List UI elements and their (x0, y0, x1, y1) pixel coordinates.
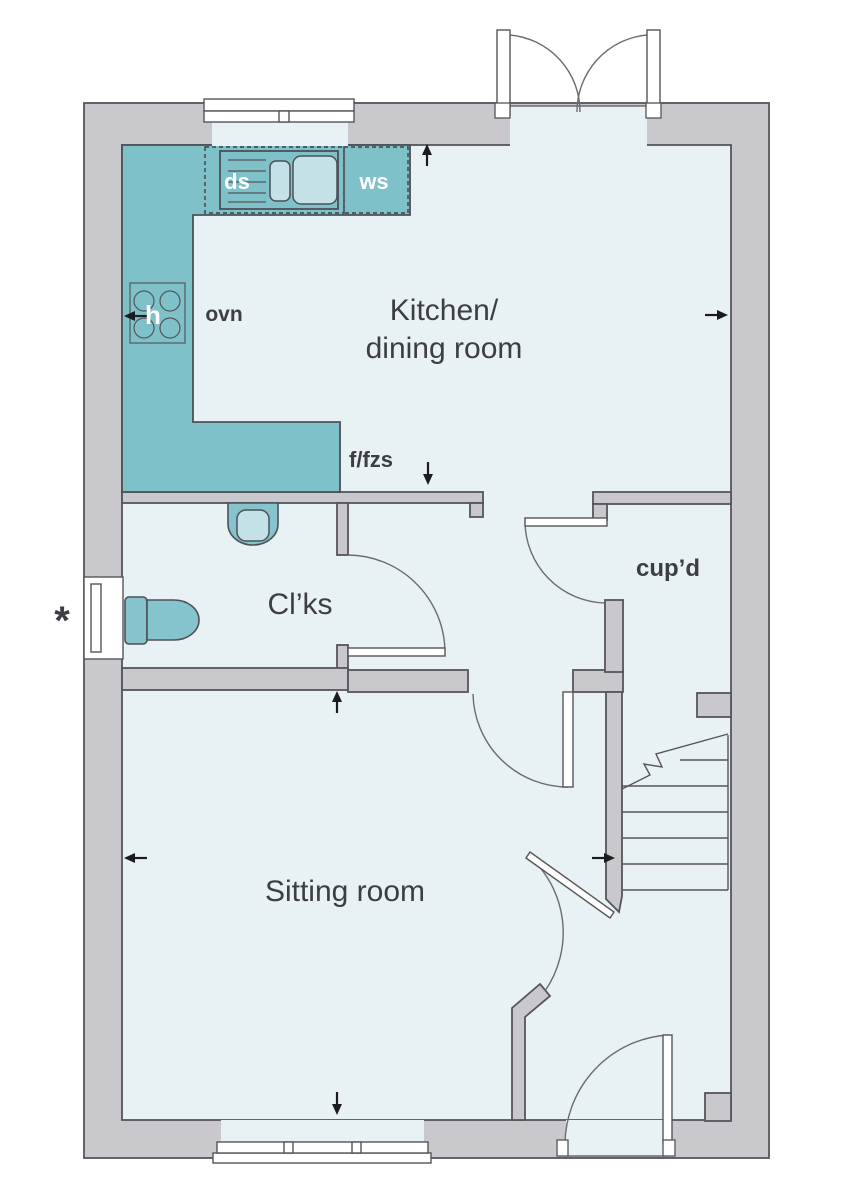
drainer-sink-label: ds (224, 169, 250, 194)
kitchen-window-outer (203, 98, 355, 112)
labels: Kitchen/ dining room Sitting room Cl’ks … (54, 169, 700, 908)
wall-kitchen-south-left (121, 491, 484, 504)
sitting-window-mullion-1 (283, 1141, 294, 1154)
wall-cloakroom-east-upper-stub (336, 502, 349, 556)
marker-arrow-hob-west (124, 311, 147, 321)
wall-cloakroom-south (121, 667, 349, 691)
sitting-window-mullion-2 (351, 1141, 362, 1154)
marker-arrow-stairs-west (592, 853, 615, 863)
sink-small-bowl (269, 160, 291, 202)
cupboard-door-leaf (524, 517, 608, 527)
cloakroom-window (83, 576, 124, 660)
marker-arrow-cloakroom-south (332, 691, 342, 713)
wall-hall-jamb (572, 669, 624, 693)
fridge-freezer-label: f/fzs (349, 447, 393, 472)
sitting-room-north-door (472, 691, 574, 788)
sitting-room-label: Sitting room (265, 875, 425, 908)
cloakroom-door-leaf (347, 647, 446, 657)
cloakroom-window-outer (83, 576, 124, 660)
kitchen-counter (121, 144, 411, 493)
marker-arrow-kitchen-north (422, 144, 432, 166)
marker-arrow-kitchen-south (423, 462, 433, 485)
wall-step-southeast (704, 1092, 732, 1122)
kitchen-counter-group (121, 144, 411, 493)
cupboard-door (524, 517, 608, 604)
french-door-right-arc (576, 34, 648, 113)
marker-arrow-kitchen-east (705, 310, 728, 320)
marker-arrow-sitting-south (332, 1092, 342, 1115)
toilet-cistern (124, 596, 148, 645)
basin-bowl (236, 509, 270, 542)
hob-label: h (145, 300, 161, 330)
stair-treads (622, 759, 728, 865)
french-door-right-leaf (646, 29, 661, 116)
wall-sitting-north (347, 669, 469, 693)
main-floor (121, 144, 732, 1121)
stairs-break-line (621, 733, 729, 790)
kitchen-label-line2: dining room (366, 332, 523, 365)
wall-cupboard-north (592, 491, 732, 505)
cloakroom-door-arc (347, 554, 446, 651)
cloakroom-fixtures (124, 502, 279, 645)
wall-stairs-north-stub (696, 692, 732, 718)
french-door-left-leaf (496, 29, 511, 116)
worktop-space-label: ws (358, 169, 388, 194)
cupboard-label: cup’d (636, 555, 700, 582)
sitting-room-window (212, 1120, 432, 1164)
french-door-jamb-left (494, 102, 511, 119)
drainer-lines (228, 159, 266, 203)
kitchen-window-mullion (278, 110, 290, 123)
hob-burners (133, 290, 181, 339)
sitting-window-sill (212, 1152, 432, 1164)
wall-jamb-kitchen-opening (469, 502, 484, 518)
toilet-bowl (146, 599, 200, 641)
french-door-threshold-floor (510, 106, 647, 147)
cupboard-door-arc (524, 521, 606, 604)
front-door-leaf (662, 1034, 673, 1144)
sitting-window-glazing (216, 1141, 429, 1154)
window-marker-asterisk: * (54, 599, 70, 643)
wall-cloakroom-east-lower-stub (336, 644, 349, 671)
wall-stairs-west (605, 691, 623, 914)
front-door-arc (564, 1034, 669, 1146)
sink-main-bowl (292, 155, 338, 205)
wall-hall-angled (511, 982, 552, 1121)
marker-arrows (124, 144, 728, 1115)
interior-walls (121, 491, 732, 1122)
marker-arrow-sitting-west (124, 853, 147, 863)
stairs (621, 733, 729, 891)
wall-cupboard-west-stub (604, 599, 624, 673)
front-door-threshold-floor (566, 1120, 667, 1156)
sitting-room-north-door-arc (472, 693, 569, 788)
sitting-room-corner-door-leaf (525, 851, 615, 919)
front-door-jamb-left (556, 1139, 569, 1157)
cloakroom-label: Cl’ks (268, 588, 333, 621)
sitting-room-corner-door (525, 851, 615, 992)
oven-label: ovn (205, 303, 242, 326)
french-door-jamb-right (645, 102, 662, 119)
front-door (556, 1034, 676, 1157)
worktop-space-outline (343, 146, 409, 214)
cloakroom-door (347, 554, 446, 657)
sitting-window-recess (221, 1120, 424, 1143)
cloakroom-window-glazing (90, 583, 102, 653)
hob-outline (129, 282, 186, 344)
kitchen-label-line1: Kitchen/ (390, 294, 499, 327)
front-door-jamb-right (662, 1139, 676, 1157)
kitchen-window (203, 98, 355, 146)
interior-floor (121, 105, 732, 1157)
french-door-left-arc (509, 34, 581, 113)
french-doors (494, 29, 662, 119)
sitting-room-north-door-leaf (562, 691, 574, 788)
kitchen-window-recess (212, 122, 348, 146)
